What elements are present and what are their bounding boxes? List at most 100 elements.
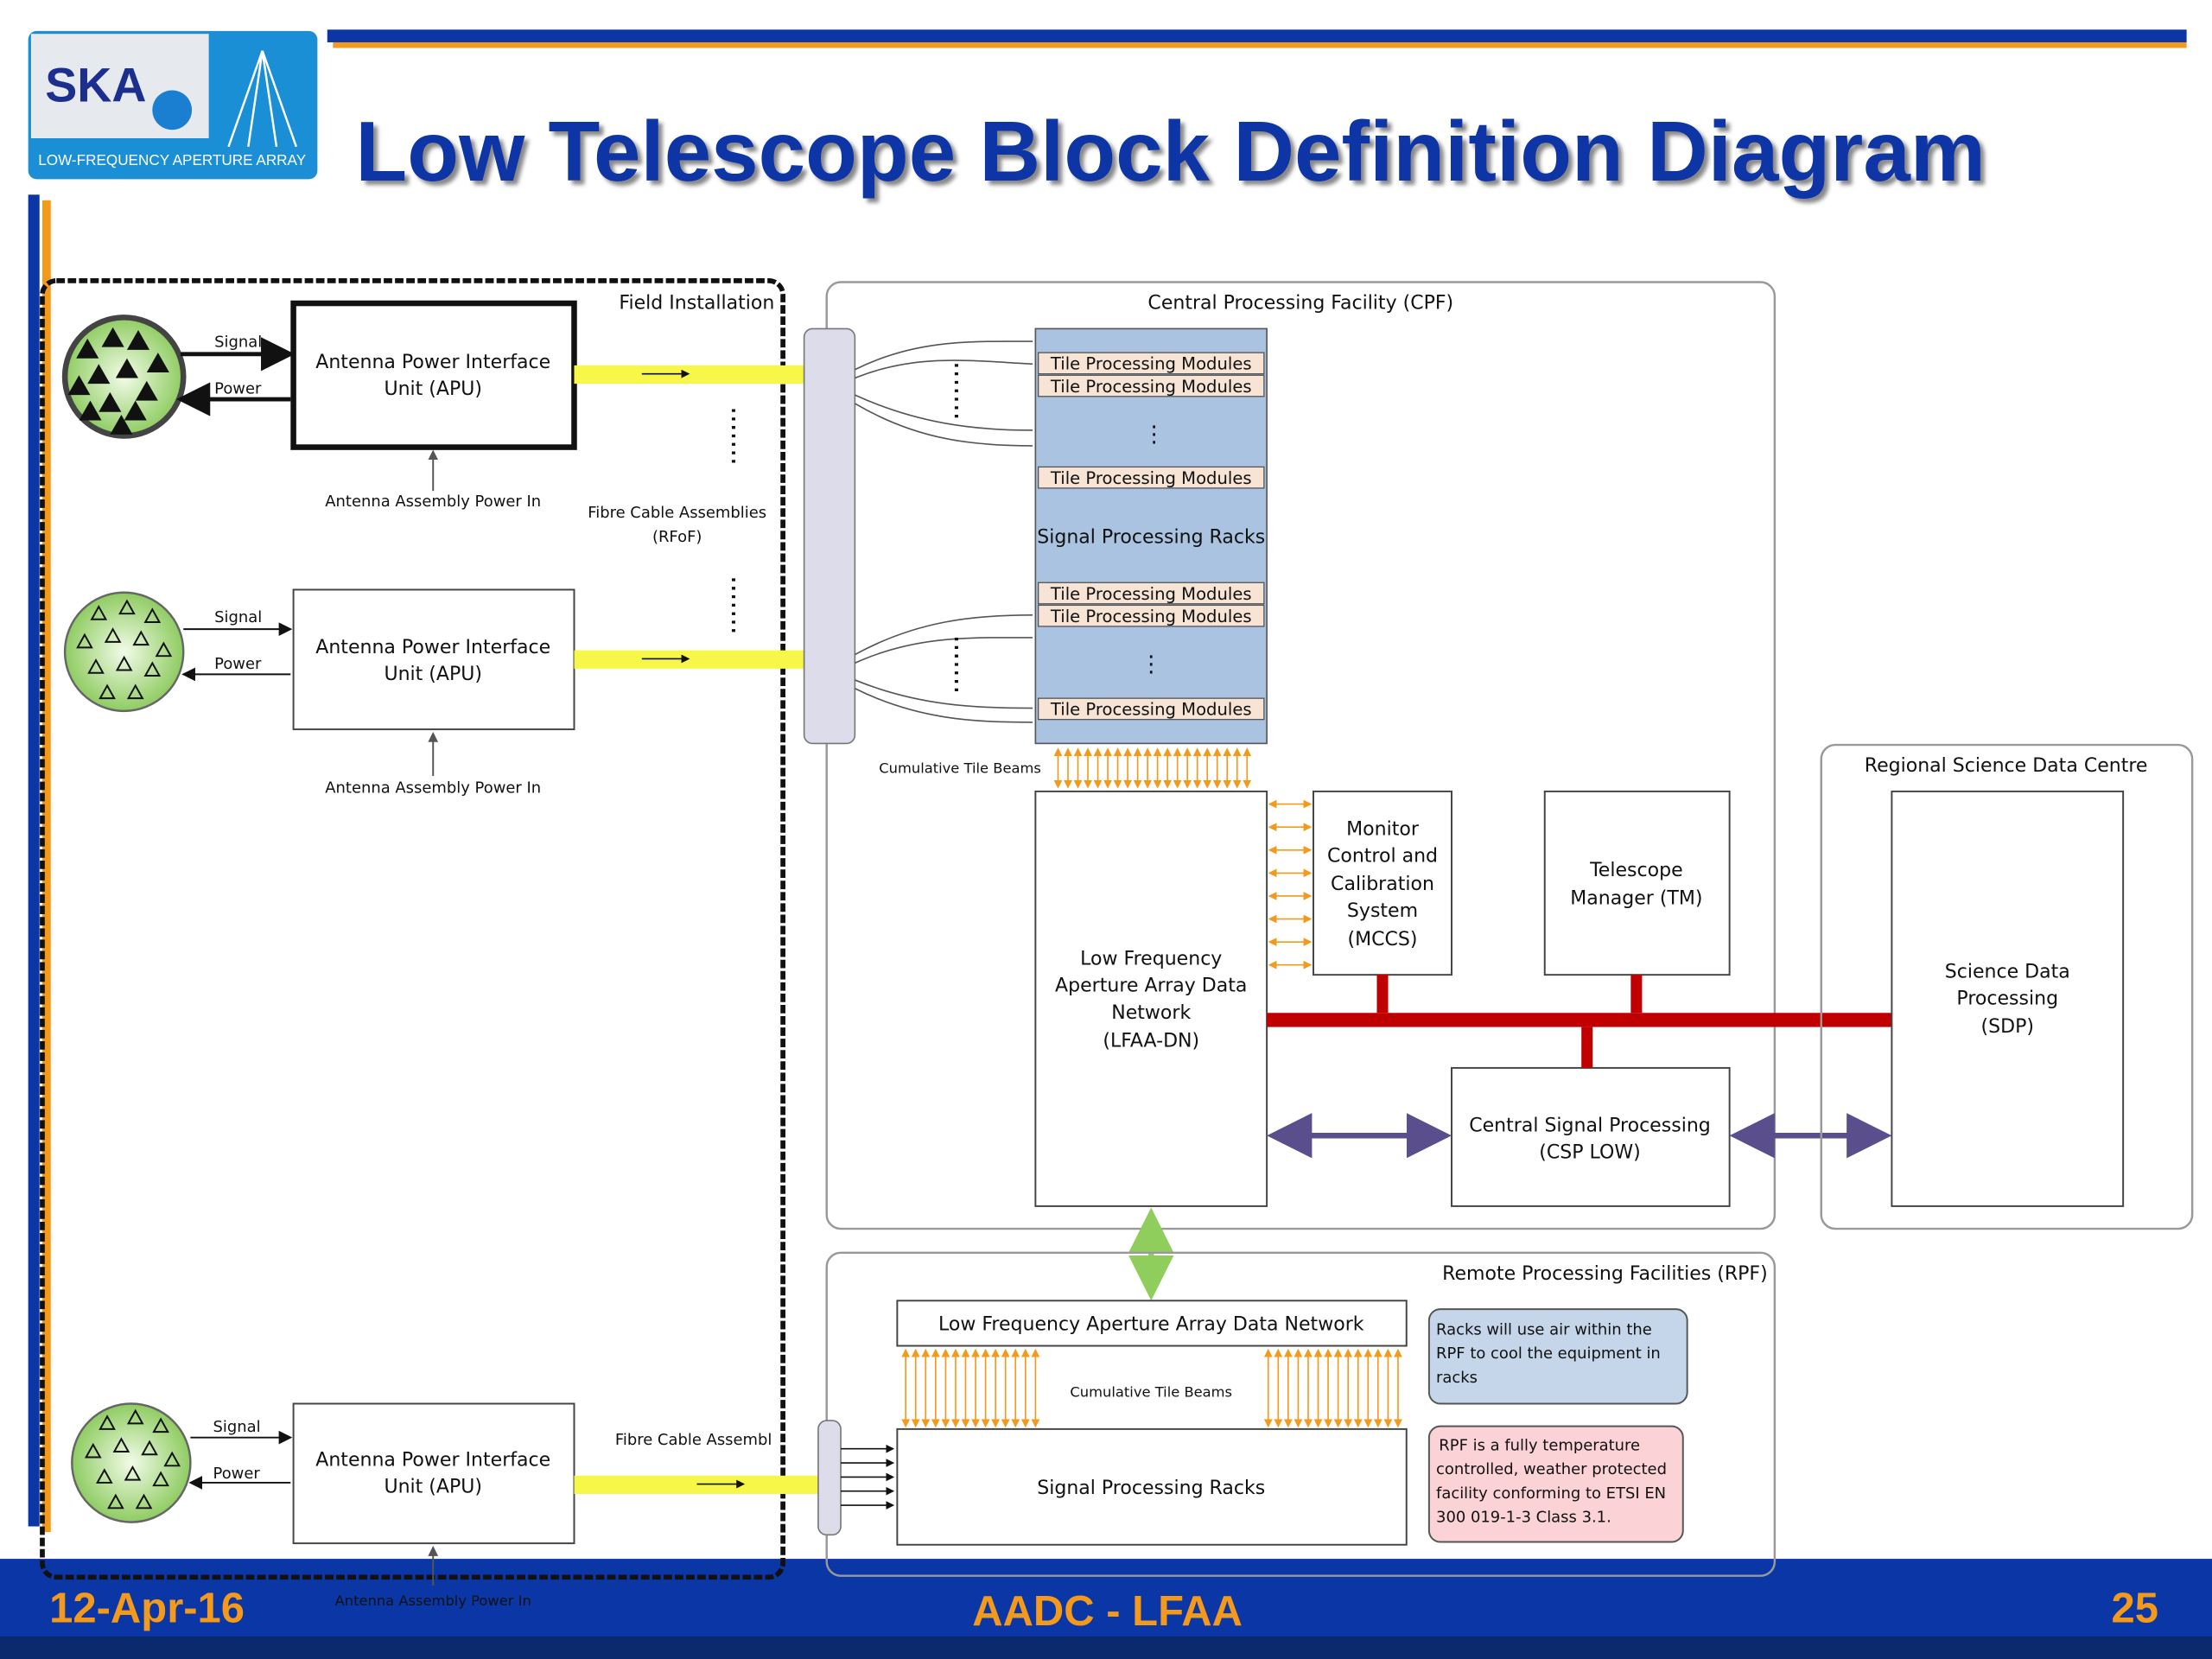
- svg-text:Signal: Signal: [214, 608, 262, 626]
- svg-text:(MCCS): (MCCS): [1348, 929, 1418, 950]
- rpf-label: Remote Processing Facilities (RPF): [1442, 1263, 1768, 1285]
- rpf-boundary: [825, 1251, 1777, 1577]
- fibre-label: Fibre Cable Assemblies: [588, 504, 766, 522]
- left-rule-blue: [28, 194, 40, 1527]
- svg-text:SKA: SKA: [45, 59, 146, 112]
- rpf-beams-label: Cumulative Tile Beams: [1070, 1383, 1232, 1400]
- svg-text:Control and: Control and: [1327, 846, 1438, 868]
- logo: SKA LOW-FREQUENCY APERTURE ARRAY: [28, 30, 318, 180]
- svg-text:Telescope: Telescope: [1589, 860, 1683, 881]
- field-installation-boundary: [40, 278, 785, 1580]
- cumulative-tile-beams-arrows: [901, 1348, 1402, 1428]
- svg-text:Low Frequency Aperture Array D: Low Frequency Aperture Array Data Networ…: [938, 1314, 1364, 1336]
- svg-text:Antenna Assembly Power In: Antenna Assembly Power In: [325, 779, 541, 798]
- power-in-label: Antenna Assembly Power In: [335, 1592, 531, 1609]
- csp-box: [1451, 1066, 1731, 1207]
- fibre-cable: [574, 650, 804, 669]
- svg-text:Signal: Signal: [213, 1418, 261, 1436]
- svg-text:Network: Network: [1111, 1002, 1191, 1024]
- cpf-boundary: [825, 281, 1777, 1230]
- svg-text:Monitor: Monitor: [1346, 819, 1420, 841]
- antenna-station-1: Antenna Power Interface Unit (APU) Signa…: [61, 300, 804, 511]
- page-number: 25: [2111, 1586, 2158, 1632]
- control-bus: [1267, 975, 1892, 1068]
- rpf-patch-panel: [817, 1420, 842, 1536]
- svg-text:Central Signal Processing: Central Signal Processing: [1469, 1115, 1711, 1136]
- rsdc-label: Regional Science Data Centre: [1865, 755, 2148, 777]
- svg-text:Tile Processing Modules: Tile Processing Modules: [1050, 607, 1252, 626]
- footer-date: 12-Apr-16: [49, 1586, 245, 1632]
- svg-text:⋮: ⋮: [1140, 652, 1162, 677]
- cpf-label: Central Processing Facility (CPF): [1147, 293, 1453, 315]
- field-installation-label: Field Installation: [619, 293, 774, 315]
- svg-text:Unit (APU): Unit (APU): [384, 1476, 482, 1497]
- svg-text:(LFAA-DN): (LFAA-DN): [1103, 1030, 1199, 1052]
- rpf-fibre-arrows: [841, 1444, 895, 1510]
- svg-text:Power: Power: [213, 1465, 261, 1483]
- rpf-racks-box: [896, 1427, 1408, 1546]
- cpf-beams-label: Cumulative Tile Beams: [879, 760, 1041, 777]
- svg-text:Aperture Array Data: Aperture Array Data: [1055, 976, 1247, 997]
- fibre-label-sub: (RFoF): [652, 528, 702, 546]
- svg-text:Fibre Cable Assembl: Fibre Cable Assembl: [615, 1431, 772, 1449]
- sdp-box: [1891, 790, 2125, 1207]
- cumulative-tile-beams-arrows: [1053, 747, 1252, 789]
- svg-text:Tile Processing Modules: Tile Processing Modules: [1050, 700, 1252, 720]
- svg-text:System: System: [1347, 900, 1418, 922]
- left-rule-orange: [41, 200, 51, 1533]
- svg-text:Signal: Signal: [214, 334, 262, 352]
- svg-text:Tile Processing Modules: Tile Processing Modules: [1050, 584, 1252, 604]
- svg-text:Antenna Power Interface: Antenna Power Interface: [315, 352, 550, 373]
- signal-processing-racks: Tile Processing Modules Tile Processing …: [1034, 327, 1268, 745]
- note-air-cooling: [1427, 1308, 1688, 1405]
- rsdc-boundary: [1820, 743, 2194, 1230]
- svg-text:Antenna Assembly Power In: Antenna Assembly Power In: [325, 493, 541, 511]
- svg-text:RPF to cool the equipment in: RPF to cool the equipment in: [1436, 1344, 1661, 1363]
- svg-text:Tile Processing Modules: Tile Processing Modules: [1050, 468, 1252, 488]
- apu-box: [292, 588, 575, 731]
- svg-text:LOW-FREQUENCY APERTURE ARRAY: LOW-FREQUENCY APERTURE ARRAY: [38, 151, 306, 168]
- antenna-array-icon: [63, 591, 185, 713]
- svg-text:Tile Processing Modules: Tile Processing Modules: [1050, 354, 1252, 374]
- svg-text:Power: Power: [214, 655, 262, 673]
- header-rule-orange: [333, 41, 2187, 48]
- antenna-station-3: Antenna Power Interface Unit (APU) Signa…: [71, 1402, 818, 1609]
- svg-text:300 019-1-3 Class 3.1.: 300 019-1-3 Class 3.1.: [1436, 1509, 1611, 1527]
- svg-text:Racks will use air within the: Racks will use air within the: [1436, 1320, 1652, 1338]
- mccs-link-arrows: [1268, 799, 1313, 969]
- svg-text:facility conforming to ETSI EN: facility conforming to ETSI EN: [1436, 1484, 1666, 1503]
- page-title: Low Telescope Block Definition Diagram: [355, 104, 1986, 199]
- svg-text:Unit (APU): Unit (APU): [384, 378, 482, 400]
- svg-text:⋮: ⋮: [1142, 422, 1165, 448]
- svg-text:Unit (APU): Unit (APU): [384, 664, 482, 685]
- fibre-cable: [574, 1475, 818, 1494]
- svg-text:Science Data: Science Data: [1945, 961, 2070, 982]
- fibre-lines: [854, 340, 1033, 723]
- note-temperature-controlled: [1427, 1425, 1684, 1543]
- footer-title: AADC - LFAA: [972, 1588, 1243, 1635]
- footer: 12-Apr-16 AADC - LFAA 25: [0, 1559, 2212, 1659]
- svg-text:Calibration: Calibration: [1331, 874, 1434, 895]
- svg-text:Processing: Processing: [1956, 988, 2058, 1009]
- apu-box: [290, 300, 577, 450]
- tile-processing-module: [1037, 352, 1265, 721]
- fibre-cable: [574, 365, 804, 385]
- apu-box: [292, 1402, 575, 1545]
- svg-text:Power: Power: [214, 380, 262, 398]
- mccs-box: [1313, 790, 1452, 976]
- header-rule-blue: [327, 29, 2187, 42]
- rpf-network-box: [896, 1300, 1408, 1347]
- svg-text:Antenna Power Interface: Antenna Power Interface: [315, 1449, 550, 1471]
- svg-text:Low Frequency: Low Frequency: [1080, 949, 1222, 970]
- svg-text:racks: racks: [1436, 1369, 1478, 1387]
- svg-text:RPF is a fully temperature: RPF is a fully temperature: [1439, 1436, 1640, 1454]
- svg-text:Signal Processing Racks: Signal Processing Racks: [1037, 527, 1265, 549]
- telescope-manager-box: [1543, 790, 1731, 976]
- svg-text:(CSP LOW): (CSP LOW): [1539, 1141, 1640, 1163]
- fibre-patch-panel: [803, 327, 856, 745]
- svg-text:Tile Processing Modules: Tile Processing Modules: [1050, 377, 1252, 397]
- antenna-array-icon: [71, 1402, 192, 1523]
- lfaa-dn-box: [1034, 790, 1268, 1207]
- svg-text:Signal Processing Racks: Signal Processing Racks: [1037, 1478, 1265, 1499]
